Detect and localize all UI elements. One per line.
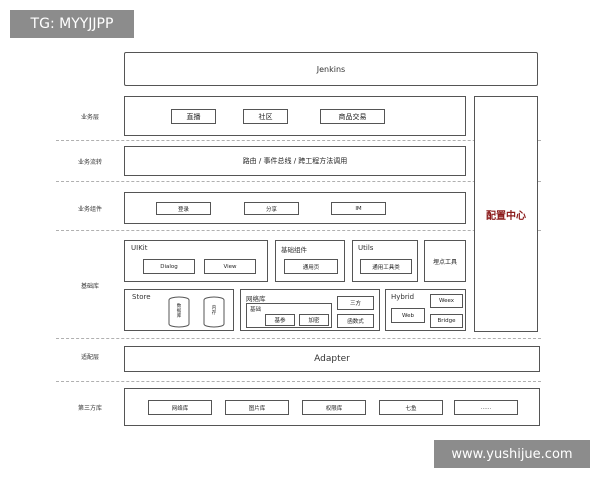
tracking-tool-box: 埋点工具 — [424, 240, 466, 282]
separator-line — [56, 338, 541, 339]
base-components-box: 基础组件 通用页 — [275, 240, 345, 282]
jenkins-label: Jenkins — [316, 64, 346, 74]
watermark-top-left-text: TG: MYYJJPP — [30, 16, 114, 32]
separator-line — [56, 181, 541, 182]
separator-line — [56, 230, 541, 231]
third-party-item-network: 网络库 — [148, 400, 212, 415]
third-party-item-permission: 权限库 — [302, 400, 366, 415]
adapter-box: Adapter — [124, 346, 540, 372]
config-center-label: 配置中心 — [486, 210, 526, 222]
utils-title: Utils — [358, 244, 374, 252]
uikit-item-view: View — [204, 259, 256, 274]
business-item-live: 直播 — [171, 109, 216, 124]
separator-line — [56, 381, 541, 382]
layer-label-component: 业务组件 — [77, 205, 102, 213]
jenkins-box: Jenkins — [124, 52, 538, 86]
network-base-box: 基础 基参 加密 — [246, 303, 332, 328]
utils-box: Utils 通用工具类 — [352, 240, 418, 282]
uikit-item-dialog: Dialog — [143, 259, 195, 274]
hybrid-title: Hybrid — [391, 293, 415, 301]
flow-text: 路由 / 事件总线 / 跨工程方法调用 — [242, 157, 348, 165]
hybrid-box: Hybrid Web Weex Bridge — [385, 289, 466, 331]
network-item-functional: 函数式 — [337, 314, 374, 328]
flow-layer-box: 路由 / 事件总线 / 跨工程方法调用 — [124, 146, 466, 176]
network-library-box: 网络库 基础 基参 加密 三方 函数式 — [240, 289, 380, 331]
component-item-share: 分享 — [244, 202, 299, 215]
layer-label-business: 业务层 — [80, 113, 99, 121]
uikit-title: UIKit — [131, 244, 148, 252]
watermark-bottom-right-text: www.yushijue.com — [451, 446, 573, 462]
uikit-box: UIKit Dialog View — [124, 240, 268, 282]
base-components-title: 基础组件 — [281, 246, 307, 254]
network-base-item-encryption: 加密 — [299, 314, 329, 326]
network-base-item-params: 基参 — [265, 314, 295, 326]
base-components-item-general-page: 通用页 — [284, 259, 338, 274]
layer-label-base: 基础库 — [80, 282, 99, 290]
network-base-title: 基础 — [250, 307, 262, 313]
business-item-commerce: 商品交易 — [320, 109, 385, 124]
config-center-box: 配置中心 — [474, 96, 538, 332]
layer-label-third: 第三方库 — [77, 404, 102, 412]
third-party-layer-box: 网络库 图片库 权限库 七鱼 ...... — [124, 388, 540, 426]
third-party-item-qiyu: 七鱼 — [379, 400, 443, 415]
hybrid-item-bridge: Bridge — [430, 314, 463, 328]
network-library-title: 网络库 — [246, 295, 266, 303]
third-party-item-image: 图片库 — [225, 400, 289, 415]
tracking-tool-label: 埋点工具 — [432, 258, 457, 266]
store-title: Store — [132, 293, 151, 301]
component-item-im: IM — [331, 202, 386, 215]
database-cylinder-icon — [168, 296, 190, 328]
hybrid-item-weex: Weex — [430, 294, 463, 308]
component-layer-box: 登录 分享 IM — [124, 192, 466, 224]
network-item-third-party: 三方 — [337, 296, 374, 310]
memory-cylinder-icon — [203, 296, 225, 328]
layer-label-flow: 业务流转 — [77, 158, 102, 166]
store-item-memory: 内存 — [211, 306, 217, 316]
adapter-label: Adapter — [314, 354, 350, 364]
separator-line — [56, 140, 541, 141]
store-box: Store 数据库 内存 — [124, 289, 234, 331]
business-item-community: 社区 — [243, 109, 288, 124]
watermark-bottom-right: www.yushijue.com — [434, 440, 590, 468]
component-item-login: 登录 — [156, 202, 211, 215]
utils-item-general-tools: 通用工具类 — [360, 259, 412, 274]
third-party-item-more: ...... — [454, 400, 518, 415]
layer-label-adapter: 适配层 — [80, 353, 99, 361]
hybrid-item-web: Web — [391, 308, 425, 323]
store-item-database: 数据库 — [176, 304, 182, 319]
business-layer-box: 直播 社区 商品交易 — [124, 96, 466, 136]
watermark-top-left: TG: MYYJJPP — [10, 10, 134, 38]
